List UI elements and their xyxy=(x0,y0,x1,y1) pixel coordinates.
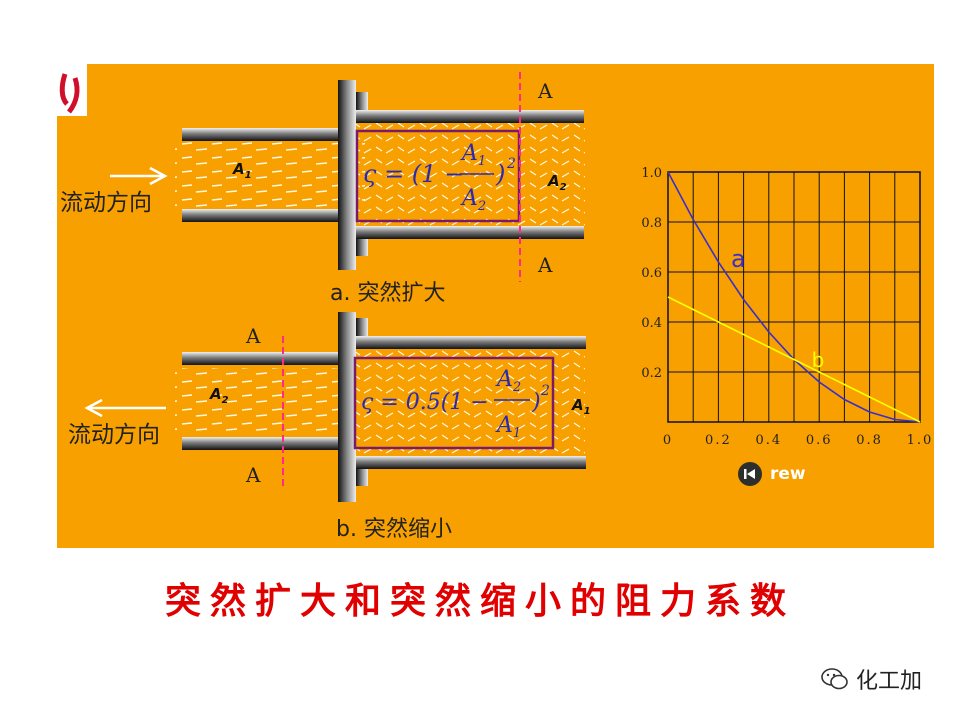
formula-lhs: ς = 0.5(1 − xyxy=(361,390,489,415)
replay-label: rew xyxy=(770,464,806,484)
flange-step-bottom xyxy=(356,468,368,486)
logo-mark xyxy=(59,73,80,114)
formula-denominator: A2 xyxy=(460,186,486,214)
area-label: A2 xyxy=(547,172,567,193)
x-tick-label: 0.4 xyxy=(755,433,782,448)
series-label-b: b xyxy=(812,348,825,372)
x-tick-label: 0.6 xyxy=(806,433,833,448)
large-pipe-wall-bottom xyxy=(356,456,586,469)
caption-a: a. 突然扩大 xyxy=(330,281,445,306)
area-label: A1 xyxy=(571,396,591,417)
flange-step-top xyxy=(356,318,368,336)
large-pipe-wall-bottom xyxy=(356,226,584,239)
y-tick-label: 1.0 xyxy=(641,166,662,181)
small-pipe-wall-bottom xyxy=(182,437,342,450)
small-pipe-wall-bottom xyxy=(182,209,342,222)
flange xyxy=(338,80,356,270)
diagram-a: A A 流动方向 A1 A2 ς = (1 − A1 A2 ) 2 a. 突然扩… xyxy=(60,72,585,306)
flange xyxy=(338,312,356,502)
large-pipe-wall-top xyxy=(356,336,586,349)
y-tick-label: 0.4 xyxy=(641,316,662,331)
rewind-icon xyxy=(738,462,762,486)
logo xyxy=(57,64,87,116)
small-pipe-wall-top xyxy=(182,352,342,365)
x-tick-label: 0.8 xyxy=(856,433,883,448)
x-tick-label: 0.2 xyxy=(705,433,732,448)
formula-numerator: A1 xyxy=(460,141,486,169)
area-label: A1 xyxy=(232,160,252,181)
wechat-label: 化工加 xyxy=(856,669,923,694)
section-label-bottom: A xyxy=(537,253,553,277)
section-label-top: A xyxy=(537,79,553,103)
series-label-a: a xyxy=(731,245,746,273)
y-tick-label: 0.8 xyxy=(641,216,662,231)
formula-numerator: A2 xyxy=(495,367,521,395)
formula-a: ς = (1 − A1 A2 ) 2 xyxy=(363,141,516,214)
fluid-small-pipe xyxy=(175,368,355,436)
flange-step-top xyxy=(356,92,368,110)
caption-b: b. 突然缩小 xyxy=(336,517,452,542)
formula-exponent: 2 xyxy=(540,383,550,399)
formula-b: ς = 0.5(1 − A2 A1 ) 2 xyxy=(361,367,550,441)
wechat-icon xyxy=(821,668,848,690)
wechat-badge: 化工加 xyxy=(820,664,922,694)
formula-rhs: ) xyxy=(531,390,541,415)
small-pipe-wall-top xyxy=(182,128,342,141)
x-tick-label: 1.0 xyxy=(907,433,934,448)
series-line-b xyxy=(667,296,921,423)
flow-label: 流动方向 xyxy=(60,190,152,216)
fluid-large-pipe xyxy=(355,350,585,456)
flow-label: 流动方向 xyxy=(68,422,160,448)
formula-rhs: ) xyxy=(495,160,505,188)
fluid-large-pipe xyxy=(355,122,585,228)
formula-exponent: 2 xyxy=(506,156,516,172)
section-label-bottom: A xyxy=(245,463,261,487)
replay-control[interactable]: rew xyxy=(738,462,806,486)
x-tick-label: 0 xyxy=(663,433,673,448)
formula-lhs: ς = (1 − xyxy=(363,160,464,188)
flange-step-bottom xyxy=(356,238,368,256)
page-title: 突然扩大和突然缩小的阻力系数 xyxy=(164,580,795,622)
formula-denominator: A1 xyxy=(495,413,521,441)
flow-arrow-icon xyxy=(149,166,168,186)
fluid-small-pipe xyxy=(175,142,365,208)
formula-box xyxy=(353,356,555,450)
large-pipe-wall-top xyxy=(356,110,584,123)
flow-arrow-icon xyxy=(84,398,103,418)
y-tick-label: 0.2 xyxy=(641,366,662,381)
section-label-top: A xyxy=(245,324,261,348)
resistance-chart: 0 0.2 0.4 0.6 0.8 1.0 0.2 0.4 0.6 0.8 1.0 a b xyxy=(641,166,934,448)
y-tick-label: 0.6 xyxy=(641,266,662,281)
diagram-b: A A 流动方向 A2 A1 ς = 0.5(1 − A2 A1 ) 2 b. … xyxy=(68,312,591,542)
area-label: A2 xyxy=(209,385,229,406)
